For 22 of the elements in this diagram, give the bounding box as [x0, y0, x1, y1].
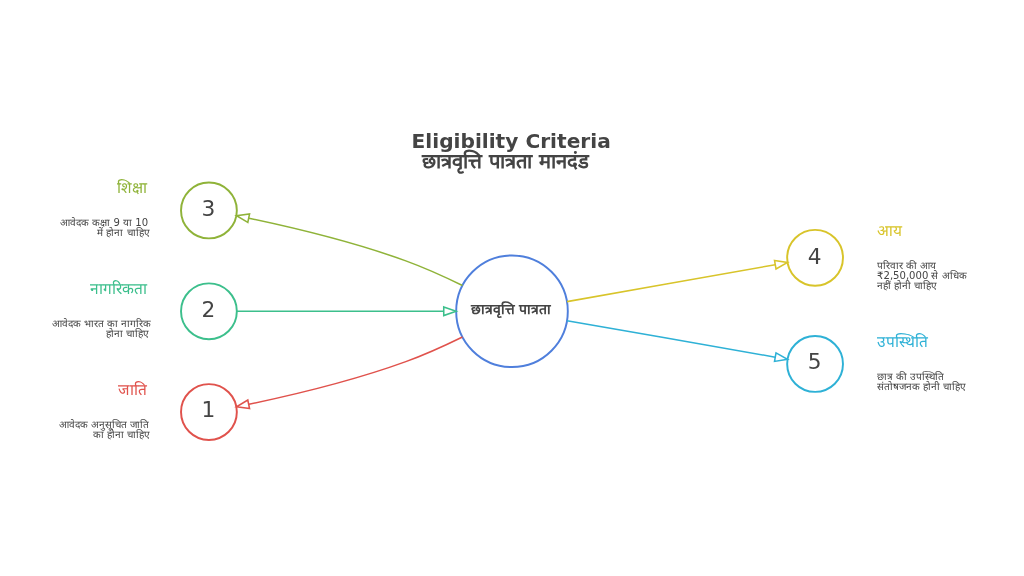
node-label: आवेदक अनुसूचित जाति का होना चाहिए [58, 418, 151, 440]
node-label: उपस्थिति [877, 332, 929, 351]
node-label: जाति [118, 380, 148, 399]
arrow [566, 259, 790, 303]
node-circle: 5 [786, 335, 844, 393]
node-circle: 3 [180, 181, 238, 240]
node-circle: छात्रवृत्ति पात्रता [455, 254, 569, 369]
node-label: शिक्षा [116, 179, 147, 198]
arrow [234, 336, 464, 410]
node-label: आवेदक भारत का नागरिक होना चाहिए [51, 318, 152, 340]
node-label: छात्र की उपस्थिति संतोषजनक होनी चाहिए [877, 370, 967, 392]
node-circle: 1 [180, 383, 238, 441]
node-label: आय [877, 222, 903, 241]
arrow [566, 319, 790, 363]
arrow [234, 213, 464, 287]
arrow [236, 305, 459, 317]
node-label: आवेदक कक्षा 9 या 10 में होना चाहिए [60, 217, 150, 239]
node-circle: 2 [180, 282, 238, 341]
node-label: नागरिकता [90, 280, 148, 299]
node-circle: 4 [786, 228, 844, 287]
diagram-title: Eligibility Criteria छात्रवृत्ति पात्रता मानदंड [411, 128, 611, 173]
node-label: परिवार की आय ₹2,50,000 से अधिक नहीं होनी चाहिए [877, 259, 967, 292]
